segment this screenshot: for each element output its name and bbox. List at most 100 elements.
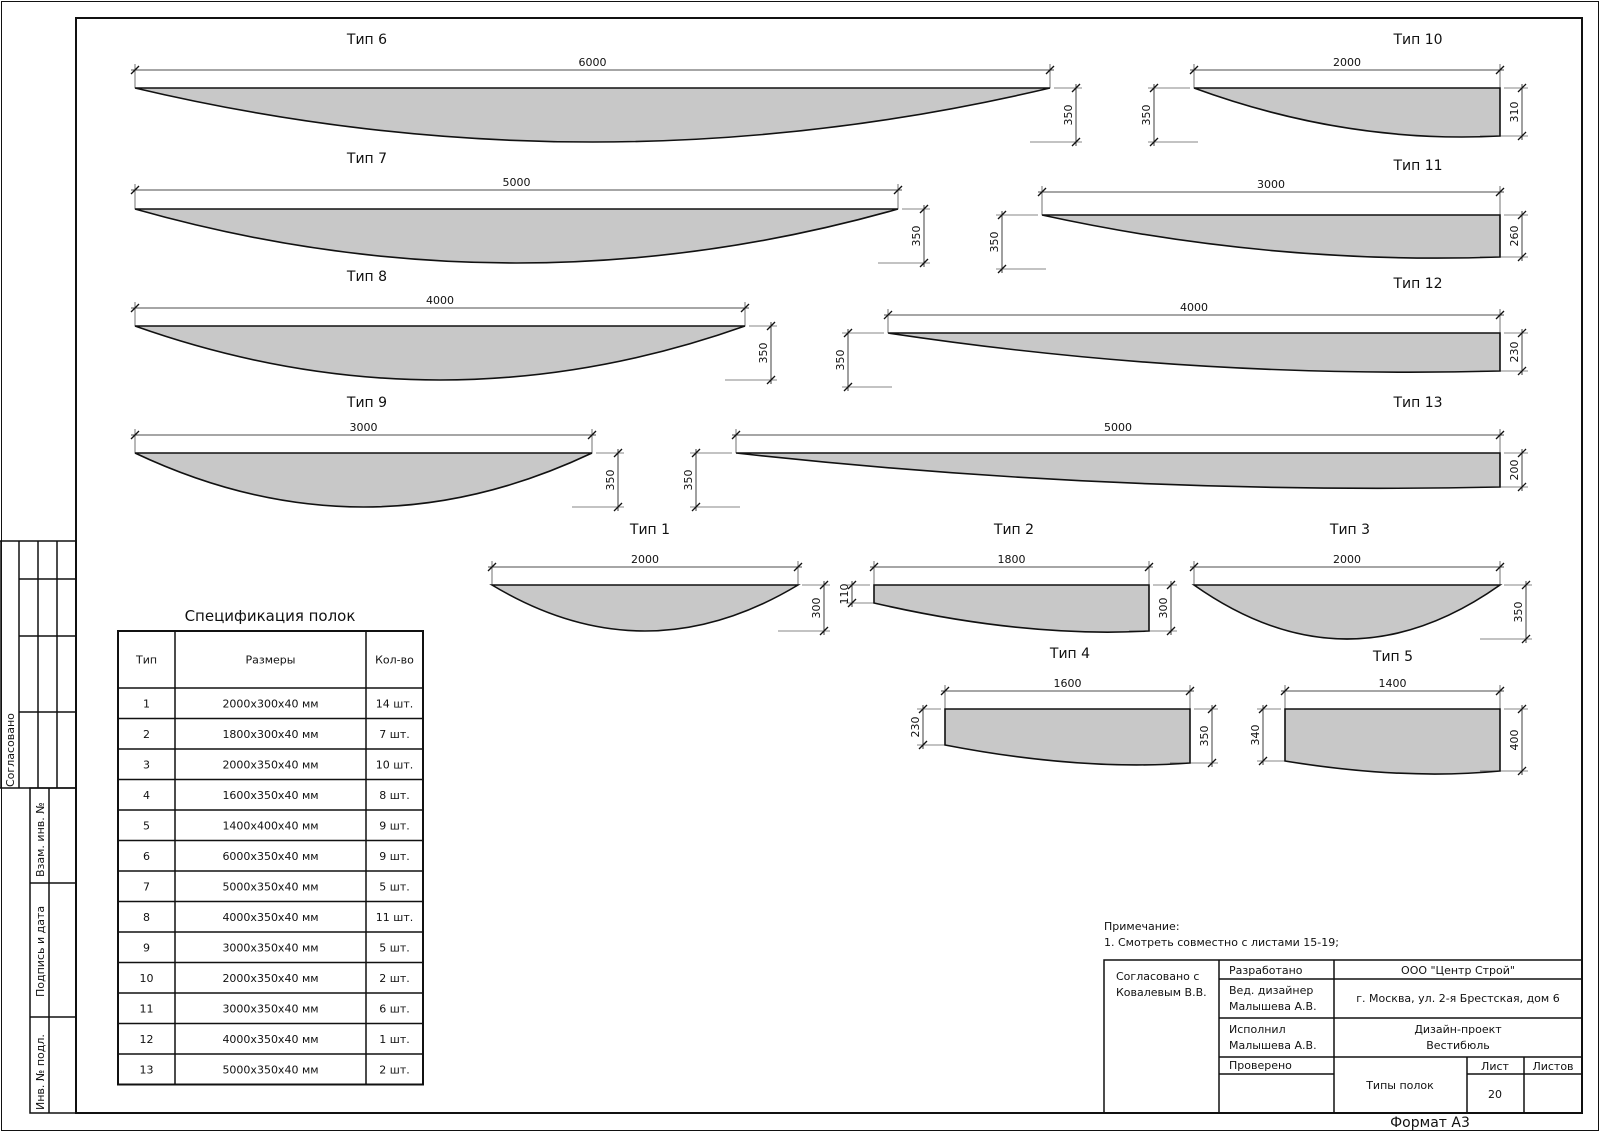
spec-size-cell: 3000x350x40 мм <box>222 941 318 954</box>
spec-size-cell: 5000x350x40 мм <box>222 1063 318 1076</box>
spec-type-cell: 8 <box>143 911 150 924</box>
spec-size-cell: 1400x400x40 мм <box>222 819 318 832</box>
shelf-title: Тип 8 <box>346 269 387 285</box>
shelf-height-left-label: 350 <box>988 232 1001 253</box>
project-line1: Дизайн-проект <box>1414 1023 1502 1036</box>
shelf-type-8: Тип 8 4000 350 <box>130 269 777 385</box>
shelf-title: Тип 3 <box>1329 522 1370 538</box>
spec-size-cell: 1600x350x40 мм <box>222 789 318 802</box>
spec-type-cell: 4 <box>143 789 150 802</box>
shelf-shape <box>1193 87 1501 138</box>
shelf-shape <box>873 584 1150 633</box>
shelf-height-left-label: 350 <box>682 470 695 491</box>
sheet-number: 20 <box>1488 1088 1502 1101</box>
shelf-height-left-label: 340 <box>1249 725 1262 746</box>
note-title: Примечание: <box>1104 920 1180 933</box>
spec-type-cell: 2 <box>143 728 150 741</box>
spec-type-cell: 12 <box>140 1033 154 1046</box>
shelf-height-right-label: 300 <box>810 598 823 619</box>
spec-header-1: Размеры <box>246 654 296 667</box>
title-block <box>1103 959 1583 1114</box>
shelf-type-1: Тип 1 2000 300 <box>487 522 830 636</box>
developed-label: Разработано <box>1229 964 1303 977</box>
spec-size-cell: 2000x350x40 мм <box>222 758 318 771</box>
shelf-length-label: 1600 <box>1054 677 1082 690</box>
spec-type-cell: 3 <box>143 758 150 771</box>
spec-qty-cell: 2 шт. <box>379 1063 409 1076</box>
shelf-title: Тип 1 <box>629 522 670 538</box>
shelf-height-right-label: 350 <box>910 226 923 247</box>
spec-type-cell: 6 <box>143 850 150 863</box>
spec-type-cell: 10 <box>140 972 154 985</box>
checked-label: Проверено <box>1229 1059 1292 1072</box>
agreed-with-line1: Согласовано с <box>1116 970 1199 983</box>
spec-size-cell: 4000x350x40 мм <box>222 911 318 924</box>
shelf-height-left-label: 230 <box>909 717 922 738</box>
spec-qty-cell: 5 шт. <box>379 880 409 893</box>
spec-type-cell: 13 <box>140 1063 154 1076</box>
spec-type-cell: 7 <box>143 880 150 893</box>
sheets-label: Листов <box>1532 1060 1573 1073</box>
shelf-height-right-label: 400 <box>1508 730 1521 751</box>
shelf-length-label: 4000 <box>426 294 454 307</box>
spec-title: Спецификация полок <box>185 607 356 625</box>
shelf-shape <box>134 452 593 508</box>
spec-qty-cell: 14 шт. <box>376 697 413 710</box>
shelf-length-label: 2000 <box>631 553 659 566</box>
spec-row: 7 5000x350x40 мм 5 шт. <box>143 880 410 893</box>
project-line2: Вестибюль <box>1426 1039 1489 1052</box>
shelf-length-label: 2000 <box>1333 553 1361 566</box>
shelf-length-label: 6000 <box>579 56 607 69</box>
spec-qty-cell: 1 шт. <box>379 1033 409 1046</box>
company-address: г. Москва, ул. 2-я Брестская, дом 6 <box>1356 992 1559 1005</box>
shelf-shape <box>1284 708 1501 775</box>
spec-qty-cell: 10 шт. <box>376 758 413 771</box>
sheet-label: Лист <box>1481 1060 1509 1073</box>
shelf-shape <box>1041 214 1501 259</box>
lead-designer-role: Вед. дизайнер <box>1229 984 1313 997</box>
shelf-shape <box>134 208 899 264</box>
shelf-height-right-label: 200 <box>1508 460 1521 481</box>
spec-qty-cell: 9 шт. <box>379 850 409 863</box>
spec-qty-cell: 9 шт. <box>379 819 409 832</box>
shelf-height-right-label: 350 <box>1062 105 1075 126</box>
lead-designer-name: Малышева А.В. <box>1229 1000 1317 1013</box>
side-label-agreed: Согласовано <box>4 713 17 787</box>
spec-size-cell: 2000x300x40 мм <box>222 697 318 710</box>
spec-type-cell: 11 <box>140 1002 154 1015</box>
side-label-sign-date: Подпись и дата <box>34 906 47 997</box>
shelf-shape <box>134 325 746 381</box>
performed-role: Исполнил <box>1229 1023 1286 1036</box>
shelf-length-label: 5000 <box>503 176 531 189</box>
shelf-height-right-label: 310 <box>1508 102 1521 123</box>
spec-size-cell: 5000x350x40 мм <box>222 880 318 893</box>
shelf-shape <box>489 584 801 632</box>
shelf-title: Тип 13 <box>1392 395 1442 411</box>
spec-type-cell: 9 <box>143 941 150 954</box>
shelf-height-right-label: 350 <box>757 343 770 364</box>
shelf-title: Тип 9 <box>346 395 387 411</box>
shelf-title: Тип 7 <box>346 151 387 167</box>
spec-qty-cell: 6 шт. <box>379 1002 409 1015</box>
note-line-1: 1. Смотреть совместно с листами 15-19; <box>1104 936 1339 949</box>
shelf-length-label: 3000 <box>350 421 378 434</box>
